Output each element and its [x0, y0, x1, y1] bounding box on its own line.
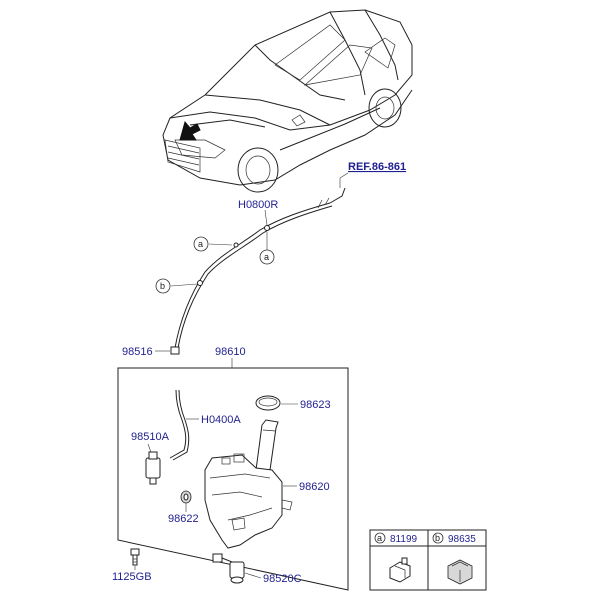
- assembly-box: [117, 367, 349, 591]
- svg-text:b: b: [160, 281, 165, 291]
- legend-part-98635: 98635: [448, 534, 476, 545]
- legend-cell-a: a 81199: [374, 532, 418, 583]
- ref-label[interactable]: REF.86-861: [348, 161, 406, 173]
- clip-icon: [389, 557, 411, 583]
- label-98620: 98620: [299, 481, 330, 493]
- bolt-part: [130, 548, 140, 566]
- seal-part: [180, 490, 192, 504]
- car-illustration: [162, 9, 413, 193]
- svg-text:a: a: [198, 239, 203, 249]
- cap-part: [255, 395, 281, 411]
- callout-a-right: a: [259, 232, 275, 265]
- label-98622: 98622: [168, 513, 199, 525]
- holder-icon: [447, 559, 473, 585]
- label-1125gb: 1125GB: [112, 571, 152, 583]
- label-98516: 98516: [122, 346, 153, 358]
- lower-hose: [169, 389, 190, 461]
- label-h0800r: H0800R: [238, 199, 278, 211]
- callout-a-upper: a: [193, 236, 233, 252]
- reservoir-tank: [204, 419, 293, 549]
- legend-cell-b: b 98635: [432, 532, 476, 585]
- callout-b: b: [155, 278, 198, 294]
- svg-text:a: a: [377, 533, 382, 543]
- pump-front: [145, 451, 161, 485]
- label-98520c: 98520C: [263, 573, 302, 585]
- grommet-part: [170, 346, 180, 355]
- svg-text:a: a: [264, 252, 269, 262]
- label-h0400a: H0400A: [201, 414, 241, 426]
- svg-text:b: b: [435, 533, 440, 543]
- upper-hose: [174, 187, 346, 349]
- label-98510a: 98510A: [131, 431, 170, 443]
- pump-rear: [212, 553, 245, 584]
- legend-part-81199: 81199: [390, 534, 418, 545]
- legend-table: a 81199 b 98635: [369, 529, 487, 591]
- label-98623: 98623: [300, 399, 331, 411]
- label-98610: 98610: [215, 346, 246, 358]
